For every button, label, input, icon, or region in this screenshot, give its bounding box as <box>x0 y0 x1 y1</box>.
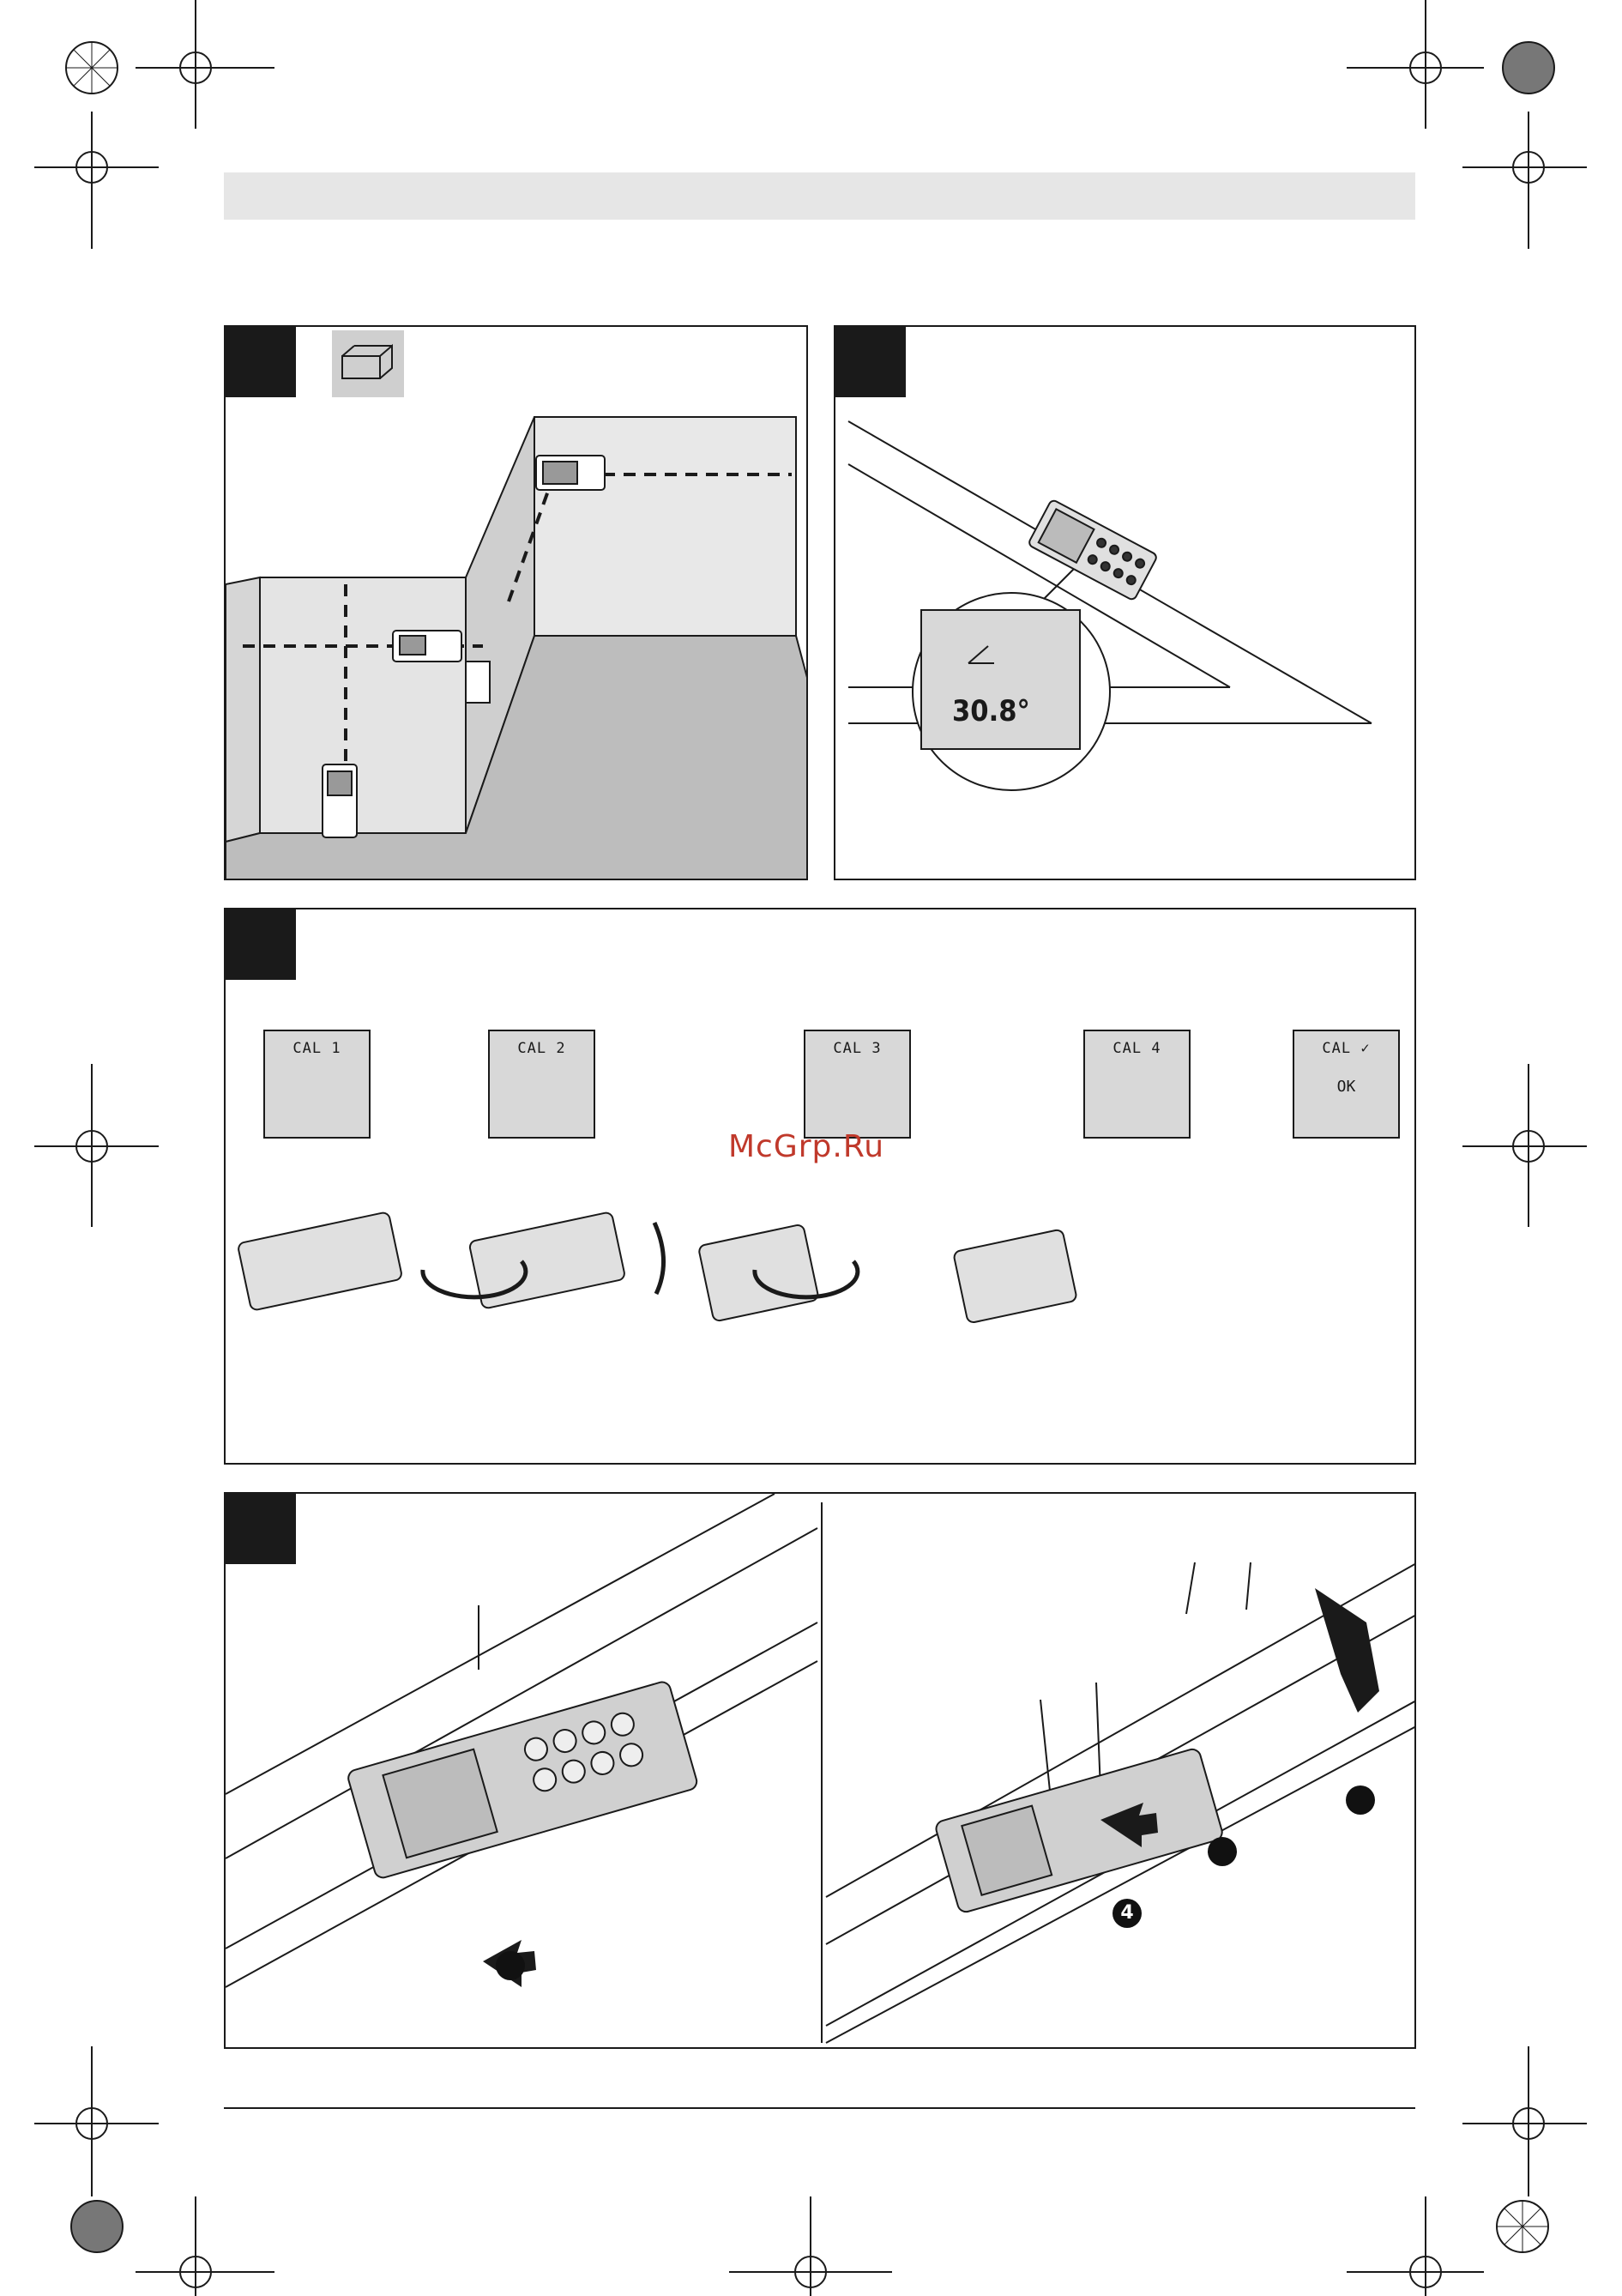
rail-illustration <box>226 1494 1416 2049</box>
figure-room-measurement <box>224 325 808 880</box>
figure-calibration: CAL 1 CAL 2 CAL 3 CAL 4 CAL ✓ OK <box>224 908 1416 1465</box>
header-bar <box>224 172 1415 220</box>
figure-tab-angle <box>835 327 906 397</box>
figure-rail-mounting: 4 <box>224 1492 1416 2049</box>
callout-rotate <box>1346 1785 1375 1815</box>
wall-area-icon <box>332 330 404 397</box>
angle-readout: 30.8° <box>952 694 1030 728</box>
room-illustration <box>226 327 808 880</box>
callout-lock <box>1208 1837 1237 1866</box>
callout-mount-left <box>496 1951 525 1980</box>
footer-rule <box>224 2107 1415 2109</box>
callout-4: 4 <box>1112 1899 1142 1928</box>
figure-tab-rail <box>226 1494 296 1564</box>
watermark-text: McGrp.Ru <box>728 1129 884 1164</box>
figure-angle-measurement: 30.8° <box>834 325 1416 880</box>
calibration-sequence <box>226 909 1416 1465</box>
slope-illustration <box>835 327 1416 880</box>
figure-tab-room <box>226 327 296 397</box>
